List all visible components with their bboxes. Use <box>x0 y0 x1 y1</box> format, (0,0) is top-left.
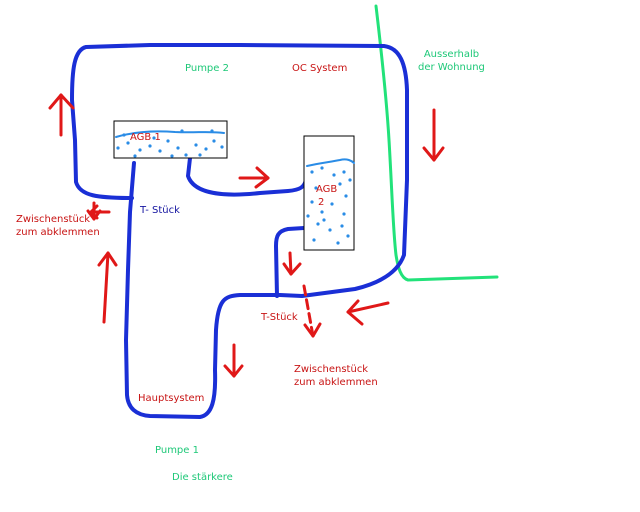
label-zwischenstueck-right-line1: Zwischenstück <box>294 364 369 375</box>
label-zwischenstueck-left-line1: Zwischenstück <box>16 214 91 225</box>
water-bubble <box>332 173 336 177</box>
water-bubble <box>176 146 180 150</box>
label-ausserhalb-line2: der Wohnung <box>418 62 485 73</box>
water-bubble <box>336 241 340 245</box>
arrow-up-left-top <box>48 93 75 137</box>
arrow-right-to-agb2 <box>238 166 270 189</box>
water-bubble <box>122 133 126 137</box>
arrow-down-agb2-outlet <box>282 251 302 276</box>
arrow-down-outside <box>422 108 445 162</box>
water-bubble <box>320 166 324 170</box>
label-pumpe-2: Pumpe 2 <box>185 63 229 74</box>
label-zwischenstueck-left: Zwischenstück zum abklemmen <box>16 213 100 239</box>
label-hauptsystem: Hauptsystem <box>138 393 205 404</box>
water-bubble <box>204 147 208 151</box>
water-bubble <box>310 200 314 204</box>
label-t-stueck-bottom: T-Stück <box>261 312 298 323</box>
label-zwischenstueck-left-line2: zum abklemmen <box>16 227 100 238</box>
label-die-staerkere: Die stärkere <box>172 472 233 483</box>
agb1-reservoir <box>113 120 228 159</box>
label-zwischenstueck-right: Zwischenstück zum abklemmen <box>294 363 378 389</box>
boundary-line <box>374 4 499 282</box>
arrow-left-zwischenstueck-left <box>89 204 111 220</box>
label-agb-2-line2: 2 <box>318 197 325 208</box>
label-oc-system: OC System <box>292 63 348 74</box>
water-bubble <box>314 186 318 190</box>
water-bubble <box>338 182 342 186</box>
label-t-stueck-left: T- Stück <box>140 205 180 216</box>
water-bubble <box>194 143 198 147</box>
water-bubble <box>310 170 314 174</box>
water-bubble <box>198 153 202 157</box>
water-bubble <box>220 145 224 149</box>
arrow-down-t-stueck-dashed <box>302 284 322 338</box>
water-bubble <box>116 146 120 150</box>
water-bubble <box>320 210 324 214</box>
water-bubble <box>158 149 162 153</box>
water-bubble <box>210 129 214 133</box>
water-bubble <box>344 194 348 198</box>
label-pumpe-1: Pumpe 1 <box>155 445 199 456</box>
label-agb-2-line1: AGB <box>316 184 338 195</box>
agb2-water-surface <box>306 158 355 167</box>
water-bubble <box>126 141 130 145</box>
water-bubble <box>166 139 170 143</box>
arrow-up-left-middle <box>97 251 118 324</box>
pipe-agb2-to-t-stueck <box>274 226 306 298</box>
water-bubble <box>340 224 344 228</box>
arrow-down-main-right <box>223 343 244 378</box>
label-ausserhalb-line1: Ausserhalb <box>423 49 480 60</box>
arrow-left-main-return <box>346 299 390 326</box>
water-bubble <box>212 139 216 143</box>
water-bubble <box>316 222 320 226</box>
water-bubble <box>348 178 352 182</box>
water-bubble <box>328 228 332 232</box>
label-agb-1: AGB 1 <box>130 132 161 143</box>
water-bubble <box>138 148 142 152</box>
water-bubble <box>342 170 346 174</box>
water-bubble <box>170 154 174 158</box>
water-bubble <box>180 129 184 133</box>
label-ausserhalb: Ausserhalb der Wohnung <box>418 48 485 74</box>
water-bubble <box>133 154 137 158</box>
water-bubble <box>312 238 316 242</box>
water-bubble <box>184 153 188 157</box>
water-bubble <box>306 214 310 218</box>
water-bubble <box>148 144 152 148</box>
water-bubble <box>330 202 334 206</box>
pipe-agb1-to-agb2 <box>186 156 308 197</box>
water-bubble <box>346 234 350 238</box>
water-bubble <box>322 218 326 222</box>
pipe-main-loop <box>70 43 409 419</box>
label-zwischenstueck-right-line2: zum abklemmen <box>294 377 378 388</box>
water-bubble <box>342 212 346 216</box>
water-bubble <box>152 136 156 140</box>
